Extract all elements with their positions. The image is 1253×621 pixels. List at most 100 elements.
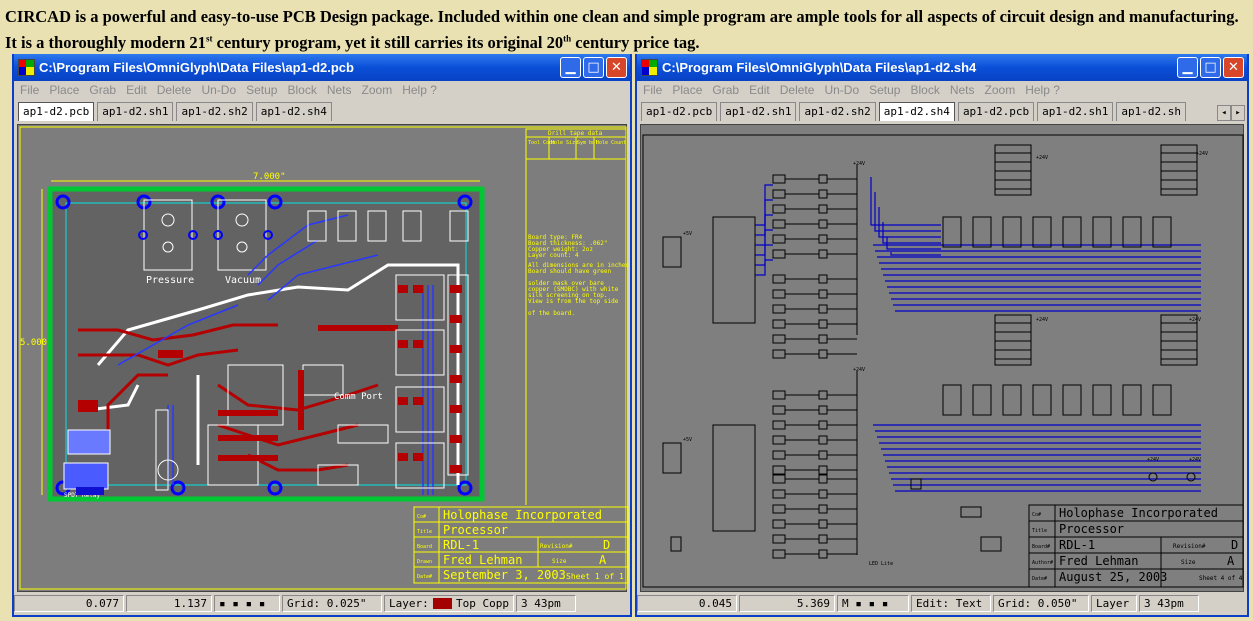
tb-label-board: Board [417, 544, 432, 550]
status-layer[interactable]: Layer [1091, 595, 1137, 612]
svg-text:+24V: +24V [853, 161, 865, 167]
schematic-menubar: File Place Grab Edit Delete Un-Do Setup Block Ne… [637, 81, 1247, 99]
left_window-menu-item[interactable]: Delete [156, 83, 192, 97]
tab-scroll-left-icon[interactable]: ◂ [1217, 105, 1231, 121]
label-relay: SPDT Relay [64, 492, 101, 499]
left_window-menu-item[interactable]: Place [49, 83, 80, 97]
file-tab[interactable]: ap1-d2.pcb [641, 102, 718, 121]
right_window-menu-item[interactable]: Un-Do [824, 83, 860, 97]
schematic-window[interactable]: C:\Program Files\OmniGlyph\Data Files\ap… [635, 54, 1249, 617]
logo-block [76, 487, 104, 495]
right_window-menu-item[interactable]: Zoom [984, 83, 1016, 97]
tb-board: RDL-1 [443, 538, 479, 552]
layer-color-swatch [432, 598, 453, 609]
status-layer-value: Top Copp [456, 597, 509, 610]
board-note: of the board. [528, 310, 575, 317]
board-note: silk screening on top. [528, 292, 607, 299]
pcb-statusbar: 0.077 1.137 ▪ ▪ ▪ ▪ Grid: 0.025" Layer:T… [14, 594, 630, 613]
sheet-border [642, 134, 1244, 588]
stb-label-date: Date# [1032, 576, 1047, 582]
tab-scroll-arrows[interactable]: ◂▸ [1217, 105, 1245, 121]
right_window-menu-item[interactable]: File [643, 83, 663, 97]
ic-footprints [207, 364, 389, 486]
file-tab[interactable]: ap1-d2.sh1 [97, 102, 174, 121]
pad-array [78, 325, 398, 461]
file-tab[interactable]: ap1-d2.sh4 [255, 102, 332, 121]
status-layer-label: Layer: [389, 597, 429, 610]
file-tab[interactable]: ap1-d2.sh1 [720, 102, 797, 121]
stb-company: Holophase Incorporated [1059, 506, 1218, 520]
pcb-window-title: C:\Program Files\OmniGlyph\Data Files\ap… [39, 60, 354, 75]
right_window-menu-item[interactable]: Nets [949, 83, 975, 97]
stb-sheet: Sheet 4 of 4 [1199, 575, 1243, 582]
left_window-menu-item[interactable]: Setup [246, 83, 278, 97]
status-x: 0.045 [637, 595, 737, 612]
tb-label-co: Co# [417, 514, 426, 520]
left_window-menu-item[interactable]: Edit [126, 83, 147, 97]
status-edit: Edit: Text [911, 595, 991, 612]
close-button[interactable]: ✕ [606, 57, 627, 78]
schematic-canvas[interactable]: +5V+5V +24V+24V +24V+24V +24V+24V +24V+2… [640, 124, 1244, 592]
label-pressure: Pressure [146, 275, 194, 286]
schematic-ics [662, 216, 756, 532]
tb-label-date: Date# [417, 574, 432, 580]
file-tab[interactable]: ap1-d2.sh [1116, 102, 1187, 121]
stb-label-board: Board# [1032, 544, 1050, 550]
tab-scroll-right-icon[interactable]: ▸ [1231, 105, 1245, 121]
left_window-menu-item[interactable]: File [20, 83, 40, 97]
schematic-window-titlebar[interactable]: C:\Program Files\OmniGlyph\Data Files\ap… [637, 54, 1247, 81]
circad-app-icon[interactable] [641, 59, 658, 76]
file-tab[interactable]: ap1-d2.sh1 [1037, 102, 1114, 121]
pcb-window[interactable]: C:\Program Files\OmniGlyph\Data Files\ap… [12, 54, 633, 617]
drill-table-title: Drill tape data [548, 130, 603, 137]
left_window-menu-item[interactable]: Un-Do [201, 83, 237, 97]
left_window-menu-item[interactable]: Zoom [361, 83, 393, 97]
left_window-menu-item[interactable]: Block [287, 83, 317, 97]
file-tab[interactable]: ap1-d2.pcb [957, 102, 1035, 121]
relay-column [307, 210, 469, 489]
header-connector [155, 409, 169, 491]
board-note: Board thickness: .062" [528, 240, 607, 247]
tb-company: Holophase Incorporated [443, 508, 602, 522]
circad-app-icon[interactable] [18, 59, 35, 76]
pcb-window-titlebar[interactable]: C:\Program Files\OmniGlyph\Data Files\ap… [14, 54, 630, 81]
minimize-button[interactable]: ▁ [1177, 57, 1198, 78]
left_window-menu-item[interactable]: Grab [89, 83, 117, 97]
right_window-menu-item[interactable]: Place [672, 83, 703, 97]
stb-label-author: Author# [1032, 560, 1053, 566]
minimize-button[interactable]: ▁ [560, 57, 581, 78]
right_window-menu-item[interactable]: Delete [779, 83, 815, 97]
stb-date: August 25, 2003 [1059, 570, 1167, 584]
relay-pads [398, 285, 462, 473]
schematic-window-title: C:\Program Files\OmniGlyph\Data Files\ap… [662, 60, 977, 75]
close-button[interactable]: ✕ [1223, 57, 1244, 78]
svg-text:+24V: +24V [1189, 317, 1201, 323]
right_window-menu-item[interactable]: Setup [869, 83, 901, 97]
file-tab[interactable]: ap1-d2.sh2 [176, 102, 253, 121]
file-tab[interactable]: ap1-d2.sh2 [799, 102, 876, 121]
svg-text:+24V: +24V [1189, 457, 1201, 463]
left_window-menu-item[interactable]: Help ? [402, 83, 437, 97]
intro-text-2: century program, yet it still carries it… [212, 33, 564, 52]
left_window-menu-item[interactable]: Nets [326, 83, 352, 97]
intro-text-1: CIRCAD is a powerful and easy-to-use PCB… [5, 7, 1239, 52]
tb-size-label: Size [552, 558, 567, 565]
file-tab[interactable]: ap1-d2.pcb [18, 102, 95, 121]
stb-revision-label: Revision# [1173, 543, 1206, 550]
driver-stages [772, 165, 858, 559]
svg-text:+24V: +24V [1147, 457, 1159, 463]
right_window-menu-item[interactable]: Block [910, 83, 940, 97]
pcb-canvas[interactable]: 7.000" 5.000" Pressure Vac [17, 124, 633, 592]
right_window-menu-item[interactable]: Grab [712, 83, 740, 97]
maximize-button[interactable]: □ [583, 57, 604, 78]
right_window-menu-item[interactable]: Edit [749, 83, 770, 97]
pcb-menubar: File Place Grab Edit Delete Un-Do Setup Block Ne… [14, 81, 630, 99]
status-layer[interactable]: Layer: Top Copp [384, 595, 514, 612]
right_window-menu-item[interactable]: Help ? [1025, 83, 1060, 97]
intro-paragraph: CIRCAD is a powerful and easy-to-use PCB… [5, 4, 1251, 56]
width-dim: 7.000" [253, 172, 286, 182]
file-tab[interactable]: ap1-d2.sh4 [878, 102, 955, 121]
maximize-button[interactable]: □ [1200, 57, 1221, 78]
tb-sheet: Sheet 1 of 1 [566, 572, 624, 581]
